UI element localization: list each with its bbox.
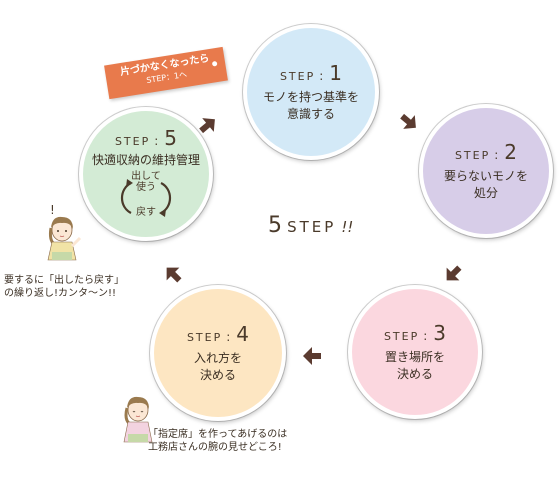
woman-illustration-2: [123, 396, 153, 443]
step-3-circle: STEP : 3 置き場所を 決める: [348, 285, 482, 419]
step-number: 2: [504, 140, 518, 164]
step-word: STEP: [454, 149, 491, 162]
cycle-use-label: 使う: [136, 181, 156, 193]
arrow-3-to-4-icon: [303, 347, 321, 365]
title-number: 5: [268, 213, 282, 238]
arrow-4-to-5-icon: [166, 267, 182, 283]
step-5-circle: STEP : 5 快適収納の維持管理 出して 使う 戻す: [79, 107, 213, 241]
exclamation-mark: !: [50, 203, 55, 217]
arrow-1-to-2-icon: [400, 113, 416, 129]
step-2-text: 要らないモノを 処分: [443, 169, 528, 200]
step-word: STEP: [114, 134, 151, 148]
center-title: 5 STEP !!: [268, 213, 353, 238]
step-2-circle: STEP : 2 要らないモノを 処分: [419, 104, 553, 238]
step-colon: :: [226, 330, 233, 344]
step-word: STEP: [279, 70, 316, 83]
step-4-text: 入れ方を 決める: [193, 351, 242, 382]
cycle-arrows-icon: [120, 178, 172, 217]
step-colon: :: [154, 133, 161, 148]
note-designated-seat: 「指定席」を作ってあげるのは 工務店さんの腕の見せどころ!: [148, 429, 288, 453]
use-return-cycle: 出して 使う 戻す: [111, 171, 181, 223]
step-colon: :: [494, 148, 501, 162]
step-3-text: 置き場所を 決める: [384, 350, 445, 381]
title-exclaim: !!: [341, 218, 354, 236]
step-4-label: STEP : 4: [187, 322, 249, 346]
step-colon: :: [423, 329, 430, 343]
step-3-label: STEP : 3: [384, 321, 446, 345]
step-number: 3: [433, 321, 447, 345]
step-1-circle: STEP : 1 モノを持つ基準を 意識する: [243, 24, 379, 160]
step-number: 5: [164, 125, 178, 150]
arrow-5-to-1-icon: [199, 118, 215, 134]
woman-illustration-1: !: [47, 203, 82, 261]
step-word: STEP: [186, 331, 223, 344]
step-5-text: 快適収納の維持管理: [91, 152, 200, 167]
step-colon: :: [319, 69, 326, 83]
step-number: 1: [329, 61, 343, 85]
step-number: 4: [236, 322, 250, 346]
step-1-label: STEP : 1: [280, 61, 342, 85]
back-to-step1-tag: 片づかなくなったら STEP：1へ: [104, 46, 228, 100]
step-2-label: STEP : 2: [455, 140, 517, 164]
arrow-2-to-3-icon: [446, 265, 462, 281]
step-word: STEP: [383, 330, 420, 343]
title-word: STEP: [287, 218, 337, 236]
note-put-back: 要するに「出したら戻す」 の繰り返し!カンタ〜ン!!: [4, 275, 124, 299]
cycle-take-out-label: 出して: [131, 170, 161, 182]
cycle-return-label: 戻す: [136, 206, 156, 218]
step-1-text: モノを持つ基準を 意識する: [262, 90, 359, 121]
step-5-label: STEP : 5: [115, 126, 177, 150]
step-4-circle: STEP : 4 入れ方を 決める: [150, 285, 286, 421]
